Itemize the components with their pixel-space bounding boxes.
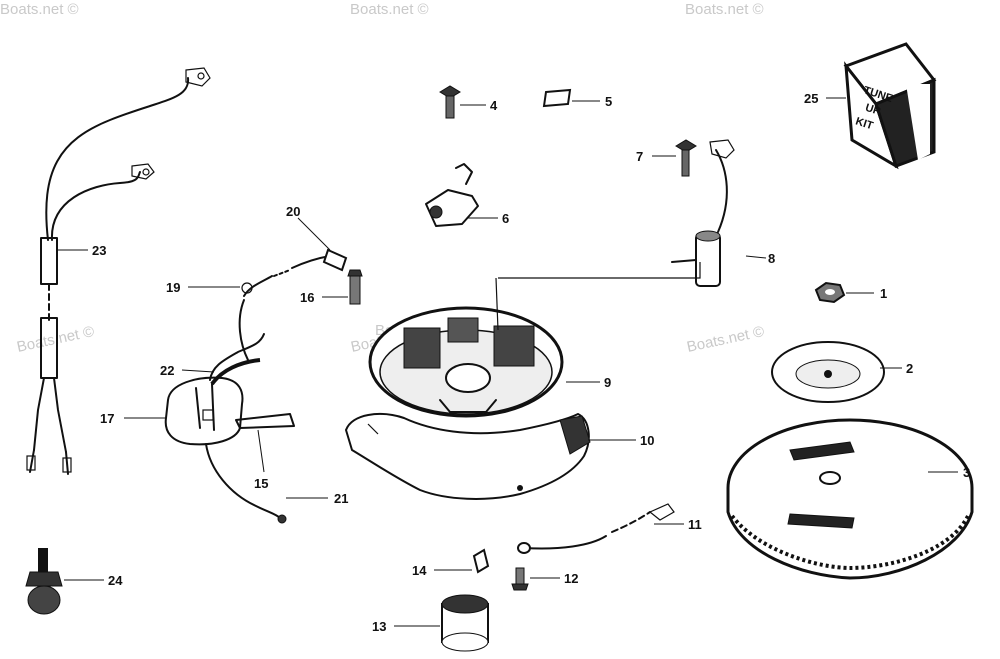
callout-24: 24: [108, 573, 123, 588]
part-woodruff-key[interactable]: [472, 548, 490, 574]
watermark: Boats.net ©: [0, 1, 79, 18]
part-connector[interactable]: [25, 548, 63, 615]
part-screw-4[interactable]: [439, 85, 461, 119]
callout-14: 14: [412, 563, 427, 578]
part-breaker-points[interactable]: [425, 163, 479, 227]
callout-15: 15: [254, 476, 268, 491]
part-bushing[interactable]: [441, 594, 489, 652]
callout-11: 11: [688, 517, 702, 532]
callout-16: 16: [300, 290, 314, 305]
watermark: Boats.net ©: [350, 1, 429, 18]
part-washer[interactable]: [771, 341, 885, 403]
part-screw-16[interactable]: [347, 269, 363, 305]
callout-10: 10: [640, 433, 654, 448]
callouts: 1 2 3 4 5 6 7 8 9 10 11 12 13 14 15 16 1…: [92, 91, 970, 634]
part-flywheel[interactable]: [726, 418, 974, 580]
callout-13: 13: [372, 619, 386, 634]
callout-19: 19: [166, 280, 180, 295]
part-stator-plate[interactable]: [368, 262, 701, 418]
callout-20: 20: [286, 204, 300, 219]
watermark: Boats.net ©: [685, 1, 764, 18]
callout-23: 23: [92, 243, 106, 258]
leader-lines: [58, 97, 958, 627]
callout-1: 1: [880, 286, 887, 301]
kit-label-line2: UP: [864, 102, 882, 118]
part-screw-7[interactable]: [675, 139, 697, 177]
part-key-strip[interactable]: [235, 413, 295, 429]
part-ground-wire[interactable]: [517, 503, 675, 554]
callout-7: 7: [636, 149, 643, 164]
callout-22: 22: [160, 363, 174, 378]
part-condenser[interactable]: [671, 139, 735, 287]
watermark: Boats.net ©: [685, 323, 765, 356]
callout-4: 4: [490, 98, 498, 113]
callout-8: 8: [768, 251, 775, 266]
callout-3: 3: [963, 465, 970, 480]
callout-17: 17: [100, 411, 114, 426]
part-nut[interactable]: [814, 281, 846, 304]
callout-5: 5: [605, 94, 612, 109]
callout-25: 25: [804, 91, 818, 106]
callout-21: 21: [334, 491, 348, 506]
callout-9: 9: [604, 375, 611, 390]
part-coil-assembly[interactable]: [164, 248, 348, 524]
part-stator-base[interactable]: [345, 413, 591, 500]
part-felt-5[interactable]: [542, 88, 572, 108]
watermark: Boats.net ©: [15, 323, 95, 356]
watermarks: Boats.net © Boats.net © Boats.net © Boat…: [0, 1, 766, 356]
part-tune-up-kit[interactable]: TUNE UP KIT: [843, 42, 937, 170]
part-screw-12[interactable]: [511, 567, 529, 591]
callout-12: 12: [564, 571, 578, 586]
kit-label-line3: KIT: [854, 115, 875, 132]
callout-6: 6: [502, 211, 509, 226]
part-wire-harness[interactable]: [26, 67, 211, 475]
callout-2: 2: [906, 361, 913, 376]
